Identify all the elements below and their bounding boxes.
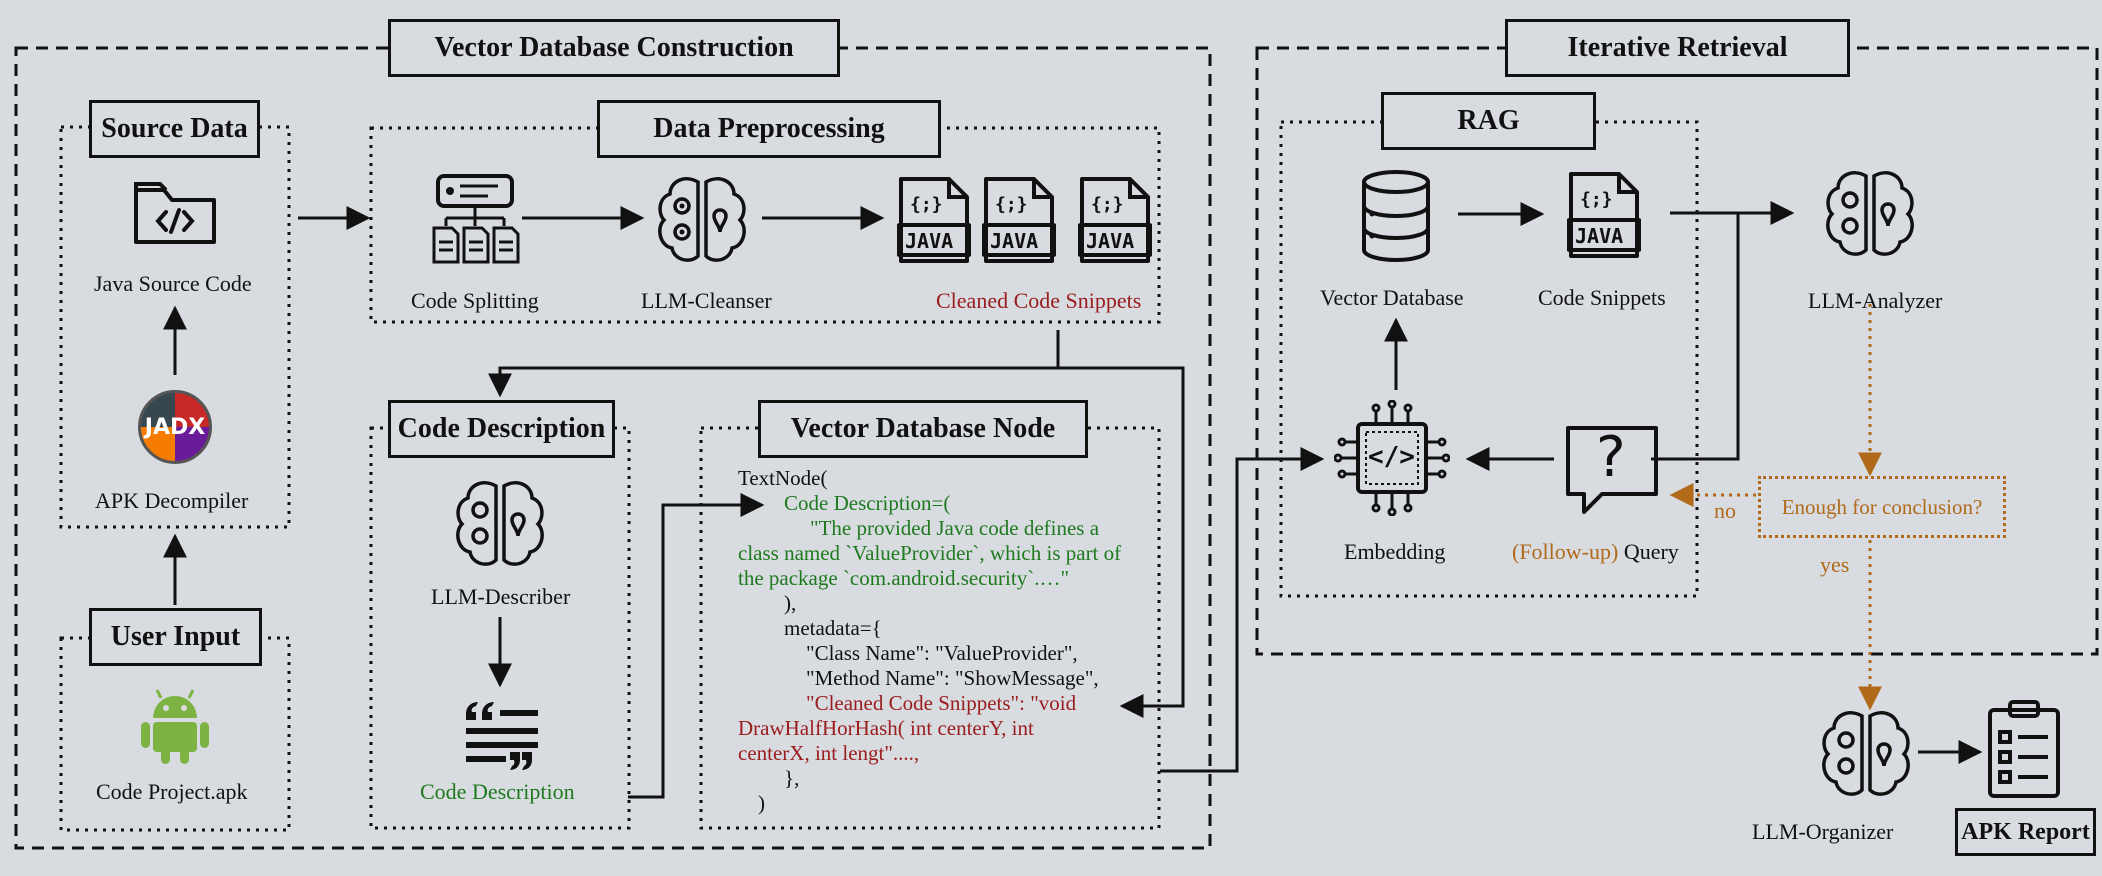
text-node-close-desc: ), — [784, 591, 797, 615]
embedding-chip-icon — [1334, 400, 1450, 516]
code-splitting-icon — [432, 174, 520, 264]
embedding-label: Embedding — [1344, 539, 1446, 564]
java-file-icon-2 — [982, 177, 1056, 263]
vector-database-node-frame — [699, 426, 1161, 830]
llm-describer-brain-icon — [456, 481, 544, 566]
code-snippets-label: Code Snippets — [1538, 285, 1666, 310]
query-text: Query — [1623, 539, 1679, 564]
llm-describer-label: LLM-Describer — [431, 584, 571, 609]
data-preprocessing-title: Data Preprocessing — [597, 100, 941, 158]
text-node-desc-value: "The provided Java code defines a class … — [738, 516, 1122, 590]
text-node-open: TextNode( — [738, 466, 828, 490]
java-text-2: JAVA — [990, 229, 1039, 253]
vector-db-construction-frame — [14, 46, 1212, 850]
text-node-desc-key: Code Description=( — [784, 491, 951, 515]
embedding-code-tag: </> — [1368, 442, 1415, 472]
text-node-code: TextNode( Code Description=( "The provid… — [738, 466, 1138, 816]
code-description-output-label: Code Description — [420, 779, 575, 804]
vector-database-node-title: Vector Database Node — [758, 400, 1088, 458]
text-node-metadata-close: }, — [784, 766, 800, 790]
quote-description-icon — [466, 702, 538, 770]
iterative-retrieval-title: Iterative Retrieval — [1505, 19, 1850, 77]
text-node-class-name: "Class Name": "ValueProvider", — [806, 641, 1078, 665]
no-label: no — [1714, 498, 1736, 523]
text-node-method-name: "Method Name": "ShowMessage", — [806, 666, 1099, 690]
query-label: (Follow-up) Query — [1512, 541, 1679, 563]
source-data-frame — [59, 125, 291, 529]
code-project-label: Code Project.apk — [96, 779, 248, 804]
vector-database-icon — [1362, 170, 1430, 262]
llm-organizer-brain-icon — [1822, 711, 1910, 796]
llm-organizer-label: LLM-Organizer — [1752, 819, 1894, 844]
apk-report-title: APK Report — [1955, 808, 2096, 856]
java-text-1: JAVA — [905, 229, 954, 253]
vector-database-label: Vector Database — [1320, 285, 1464, 310]
text-node-close: ) — [758, 791, 765, 815]
enough-for-conclusion-decision: Enough for conclusion? — [1758, 476, 2006, 538]
android-icon — [141, 689, 209, 764]
java-badge-1: {;} — [910, 194, 943, 215]
user-input-title: User Input — [89, 608, 262, 666]
vector-db-construction-title: Vector Database Construction — [388, 19, 840, 77]
apk-decompiler-logo-icon: JADX — [138, 390, 212, 464]
code-description-title: Code Description — [388, 400, 615, 458]
java-source-code-label: Java Source Code — [94, 271, 252, 296]
java-file-icon-3 — [1078, 177, 1152, 263]
java-file-icon-1 — [897, 177, 971, 263]
cleaned-code-snippets-label: Cleaned Code Snippets — [936, 288, 1142, 313]
query-mark: ? — [1596, 425, 1626, 490]
query-followup-text: (Follow-up) — [1512, 539, 1619, 564]
code-splitting-label: Code Splitting — [411, 288, 539, 313]
user-input-frame — [59, 636, 291, 832]
data-preprocessing-frame — [369, 126, 1161, 324]
apk-decompiler-label: APK Decompiler — [95, 488, 249, 513]
rag-title: RAG — [1381, 92, 1596, 150]
text-node-metadata-open: metadata={ — [784, 616, 882, 640]
llm-analyzer-label: LLM-Analyzer — [1808, 288, 1943, 313]
java-badge-2: {;} — [995, 194, 1028, 215]
source-data-title: Source Data — [89, 100, 260, 158]
yes-label: yes — [1820, 552, 1850, 577]
java-text-4: JAVA — [1575, 224, 1624, 248]
llm-cleanser-label: LLM-Cleanser — [641, 288, 772, 313]
code-snippets-java-icon — [1567, 172, 1641, 258]
java-badge-4: {;} — [1580, 189, 1613, 210]
llm-analyzer-brain-icon — [1826, 171, 1914, 256]
source-code-folder-icon — [134, 182, 216, 244]
java-text-3: JAVA — [1086, 229, 1135, 253]
report-clipboard-icon — [1988, 700, 2060, 798]
text-node-snippet: "Cleaned Code Snippets": "void DrawHalfH… — [738, 691, 1077, 765]
llm-cleanser-brain-icon — [658, 177, 746, 262]
java-badge-3: {;} — [1091, 194, 1124, 215]
query-bubble-icon — [1566, 426, 1658, 514]
